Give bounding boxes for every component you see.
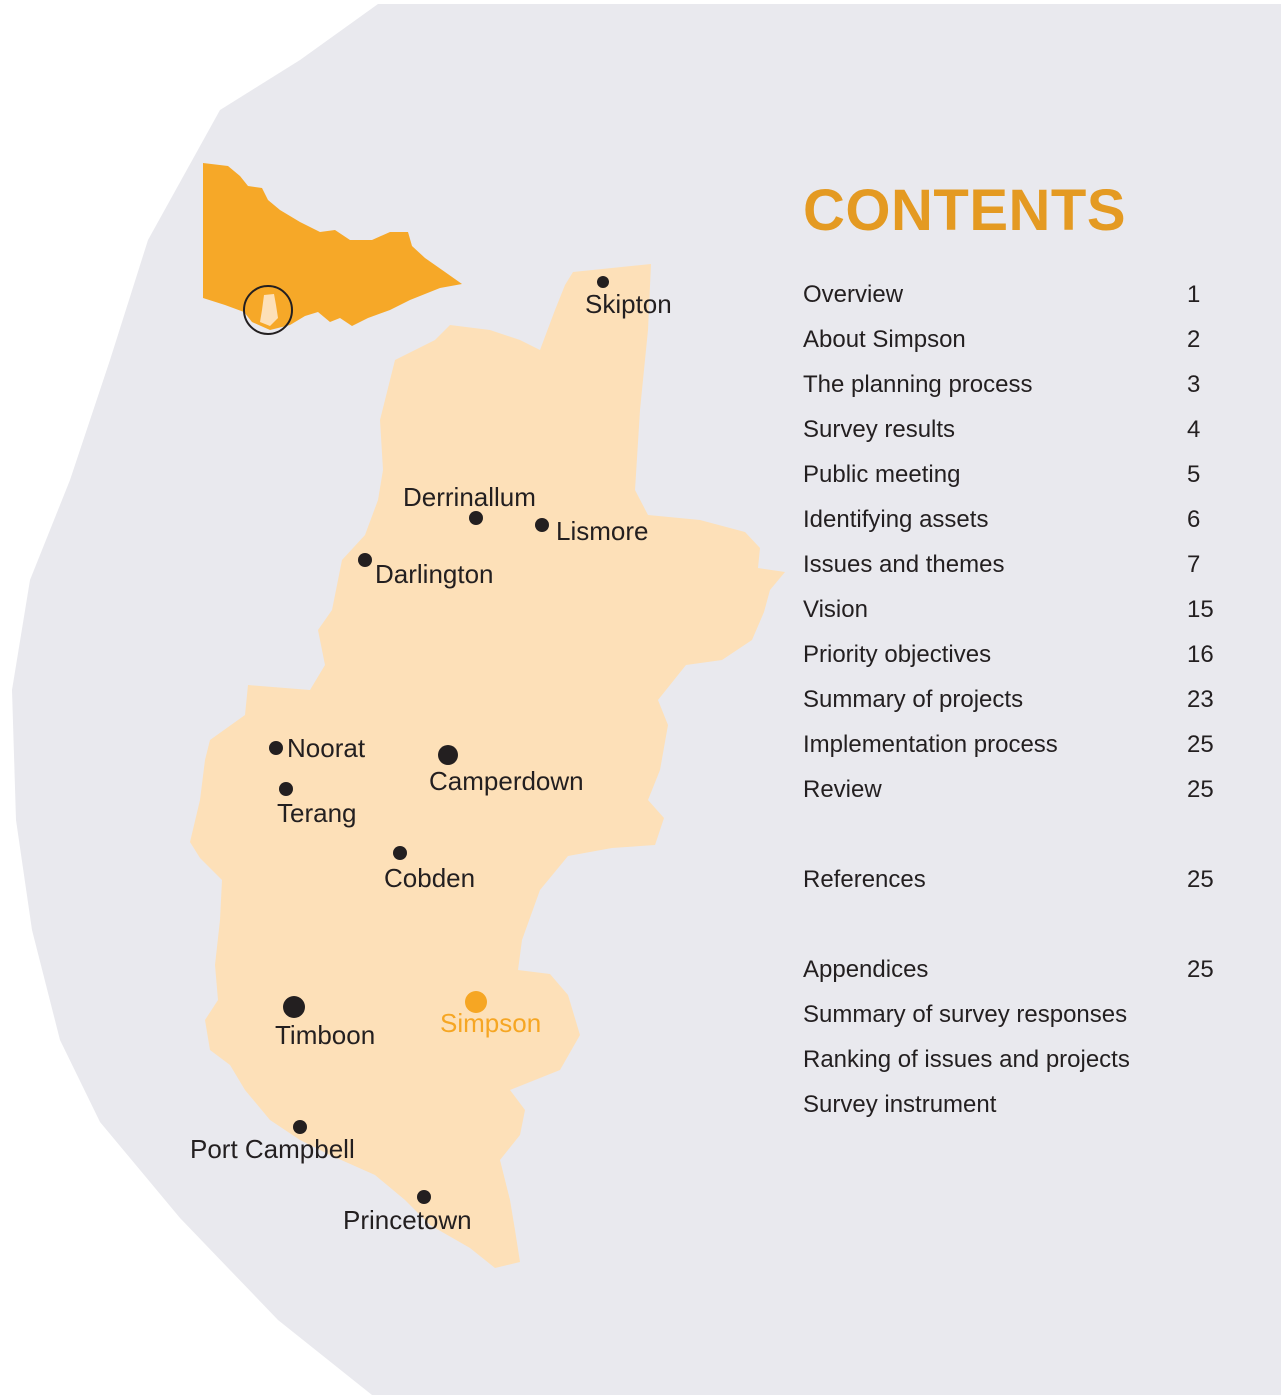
toc-page-number: 16 (1187, 641, 1214, 668)
toc-label: About Simpson (803, 326, 966, 353)
town-label-camperdown: Camperdown (429, 766, 584, 796)
toc-label: Vision (803, 596, 868, 623)
town-dot-princetown (417, 1190, 431, 1204)
town-label-simpson: Simpson (440, 1008, 542, 1038)
toc-label: Review (803, 776, 882, 803)
toc-spacer (803, 910, 1223, 955)
toc-page-number: 23 (1187, 686, 1214, 713)
toc-label: Ranking of issues and projects (803, 1046, 1130, 1073)
town-label-terang: Terang (277, 798, 357, 828)
town-label-lismore: Lismore (556, 516, 649, 546)
toc-entry[interactable]: Appendices 25 (803, 955, 1223, 1000)
toc-spacer (803, 820, 1223, 865)
toc-page-number: 25 (1187, 866, 1214, 893)
town-dot-skipton (597, 276, 609, 288)
table-of-contents: Overview 1 About Simpson 2 The planning pr… (803, 280, 1223, 1135)
location-region-marker (260, 294, 278, 326)
toc-label: Survey results (803, 416, 956, 443)
toc-page-number: 1 (1187, 281, 1201, 308)
toc-page-number: 4 (1187, 416, 1201, 443)
town-label-port-campbell: Port Campbell (190, 1134, 355, 1164)
toc-entry[interactable]: References 25 (803, 865, 1223, 910)
town-dot-noorat (269, 741, 283, 755)
toc-page-number: 7 (1187, 551, 1201, 578)
toc-page-number: 25 (1187, 956, 1214, 983)
toc-page-number: 15 (1187, 596, 1214, 623)
toc-page-number: 25 (1187, 776, 1214, 803)
town-label-princetown: Princetown (343, 1205, 472, 1235)
toc-page-number: 5 (1187, 461, 1201, 488)
town-dot-camperdown (438, 745, 458, 765)
toc-entry[interactable]: Survey instrument (803, 1090, 1223, 1135)
town-dot-lismore (535, 518, 549, 532)
town-dot-simpson (465, 991, 487, 1013)
toc-page-number: 2 (1187, 326, 1201, 353)
toc-label: Issues and themes (803, 551, 1005, 578)
toc-label: Summary of survey responses (803, 1001, 1128, 1028)
town-dot-darlington (358, 553, 372, 567)
toc-label: Implementation process (803, 731, 1058, 758)
location-circle-icon (243, 285, 293, 335)
toc-entry[interactable]: The planning process 3 (803, 370, 1223, 415)
town-dot-port-campbell (293, 1120, 307, 1134)
toc-entry[interactable]: Survey results 4 (803, 415, 1223, 460)
town-dot-cobden (393, 846, 407, 860)
town-dot-timboon (283, 996, 305, 1018)
town-label-cobden: Cobden (384, 863, 476, 893)
toc-entry[interactable]: Overview 1 (803, 280, 1223, 325)
toc-entry[interactable]: Review 25 (803, 775, 1223, 820)
town-label-derrinallum: Derrinallum (403, 482, 536, 512)
toc-entry[interactable]: About Simpson 2 (803, 325, 1223, 370)
toc-page-number: 25 (1187, 731, 1214, 758)
town-label-skipton: Skipton (585, 289, 672, 319)
toc-entry[interactable]: Implementation process 25 (803, 730, 1223, 775)
toc-label: Overview (803, 281, 904, 308)
town-dot-terang (279, 782, 293, 796)
town-dot-derrinallum (469, 511, 483, 525)
toc-label: Summary of projects (803, 686, 1024, 713)
town-dots (269, 276, 609, 1204)
toc-label: References (803, 866, 926, 893)
toc-entry[interactable]: Vision 15 (803, 595, 1223, 640)
toc-page-number: 3 (1187, 371, 1201, 398)
town-label-noorat: Noorat (287, 733, 366, 763)
toc-entry[interactable]: Public meeting 5 (803, 460, 1223, 505)
toc-label: Priority objectives (803, 641, 992, 668)
toc-label: The planning process (803, 371, 1033, 398)
toc-entry[interactable]: Issues and themes 7 (803, 550, 1223, 595)
toc-label: Survey instrument (803, 1091, 997, 1118)
toc-entry[interactable]: Summary of projects 23 (803, 685, 1223, 730)
victoria-inset-shape (203, 163, 462, 330)
contents-title: CONTENTS (803, 178, 1126, 243)
region-map-shape (190, 264, 785, 1268)
toc-entry[interactable]: Identifying assets 6 (803, 505, 1223, 550)
town-label-timboon: Timboon (275, 1020, 376, 1050)
toc-label: Identifying assets (803, 506, 989, 533)
toc-label: Appendices (803, 956, 929, 983)
toc-entry[interactable]: Summary of survey responses (803, 1000, 1223, 1045)
toc-entry[interactable]: Priority objectives 16 (803, 640, 1223, 685)
town-label-darlington: Darlington (375, 559, 494, 589)
toc-label: Public meeting (803, 461, 961, 488)
toc-entry[interactable]: Ranking of issues and projects (803, 1045, 1223, 1090)
toc-page-number: 6 (1187, 506, 1201, 533)
